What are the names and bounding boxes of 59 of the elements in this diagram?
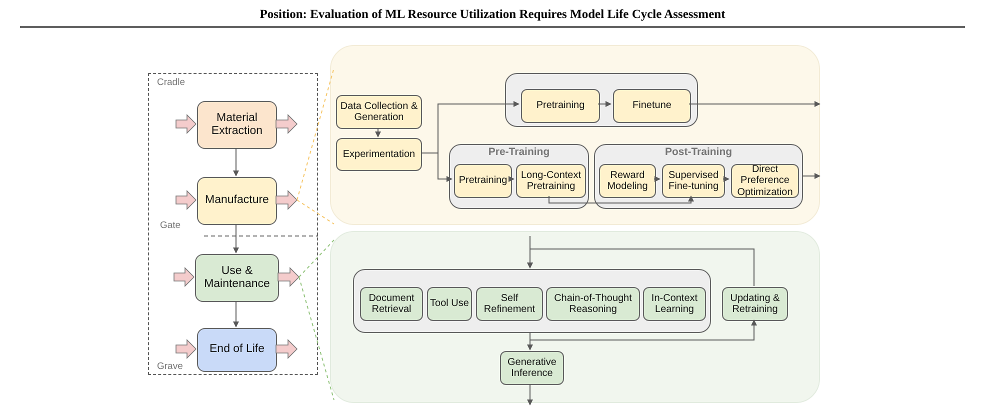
block-arrow [174, 267, 195, 287]
arrow [233, 148, 239, 176]
block-arrow [276, 339, 298, 359]
process-box: In-Context Learning [643, 287, 706, 321]
process-box: Pretraining [454, 164, 512, 198]
zoom-guide-line [296, 200, 334, 224]
block-arrow [176, 190, 197, 210]
block-arrow [276, 114, 298, 134]
group-heading: Post-Training [664, 147, 734, 158]
process-box: Document Retrieval [360, 287, 423, 321]
manufacture-panel [330, 45, 820, 225]
stage-box: Use & Maintenance [195, 254, 279, 302]
arrow [527, 248, 754, 286]
stage-label: Cradle [157, 78, 185, 88]
process-box: Long-Context Pretraining [516, 164, 586, 198]
arrow [802, 173, 820, 179]
arrow [688, 101, 820, 107]
arrow [654, 176, 660, 182]
arrow [508, 176, 514, 182]
stage-box: Manufacture [197, 177, 277, 225]
group-box [505, 73, 698, 127]
block-arrow [276, 190, 298, 210]
group-heading: Pre-Training [487, 147, 551, 158]
arrow [233, 300, 239, 328]
process-box: Supervised Fine-tuning [662, 164, 725, 198]
process-box: Direct Preference Optimization [731, 164, 799, 198]
stage-box: End of Life [197, 328, 277, 372]
stage-label: Grave [157, 362, 183, 372]
block-arrow [278, 267, 300, 287]
group-box [594, 144, 803, 209]
arrow [233, 224, 239, 254]
zoom-guide-line [296, 68, 334, 200]
process-box: Updating & Retraining [722, 287, 788, 321]
zoom-guide-line [298, 276, 334, 400]
arrow [375, 128, 381, 138]
arrow [420, 152, 452, 182]
group-box [449, 144, 589, 209]
stage-box: Material Extraction [197, 101, 277, 149]
arrow [530, 320, 757, 340]
process-box: Finetune [613, 89, 691, 123]
process-box: Pretraining [521, 89, 600, 123]
group-box [353, 269, 711, 333]
block-arrow [176, 114, 197, 134]
zoom-guide-line [298, 240, 334, 278]
block-arrow [176, 339, 197, 359]
process-box: Data Collection & Generation [336, 95, 422, 129]
page-title: Position: Evaluation of ML Resource Utilization Requires Model Life Cycle Assessment [258, 6, 726, 23]
process-box: Chain-of-Thought Reasoning [546, 287, 640, 321]
arrow [527, 384, 533, 406]
process-box: Tool Use [427, 287, 472, 321]
process-box: Self Refinement [476, 287, 543, 321]
arrow [598, 101, 612, 107]
stage-label: Gate [160, 221, 181, 230]
use-panel [330, 231, 820, 403]
process-box: Reward Modeling [599, 164, 656, 198]
process-box: Generative Inference [500, 351, 564, 385]
process-box: Experimentation [336, 138, 422, 171]
arrow [548, 196, 694, 204]
arrow [722, 176, 730, 182]
